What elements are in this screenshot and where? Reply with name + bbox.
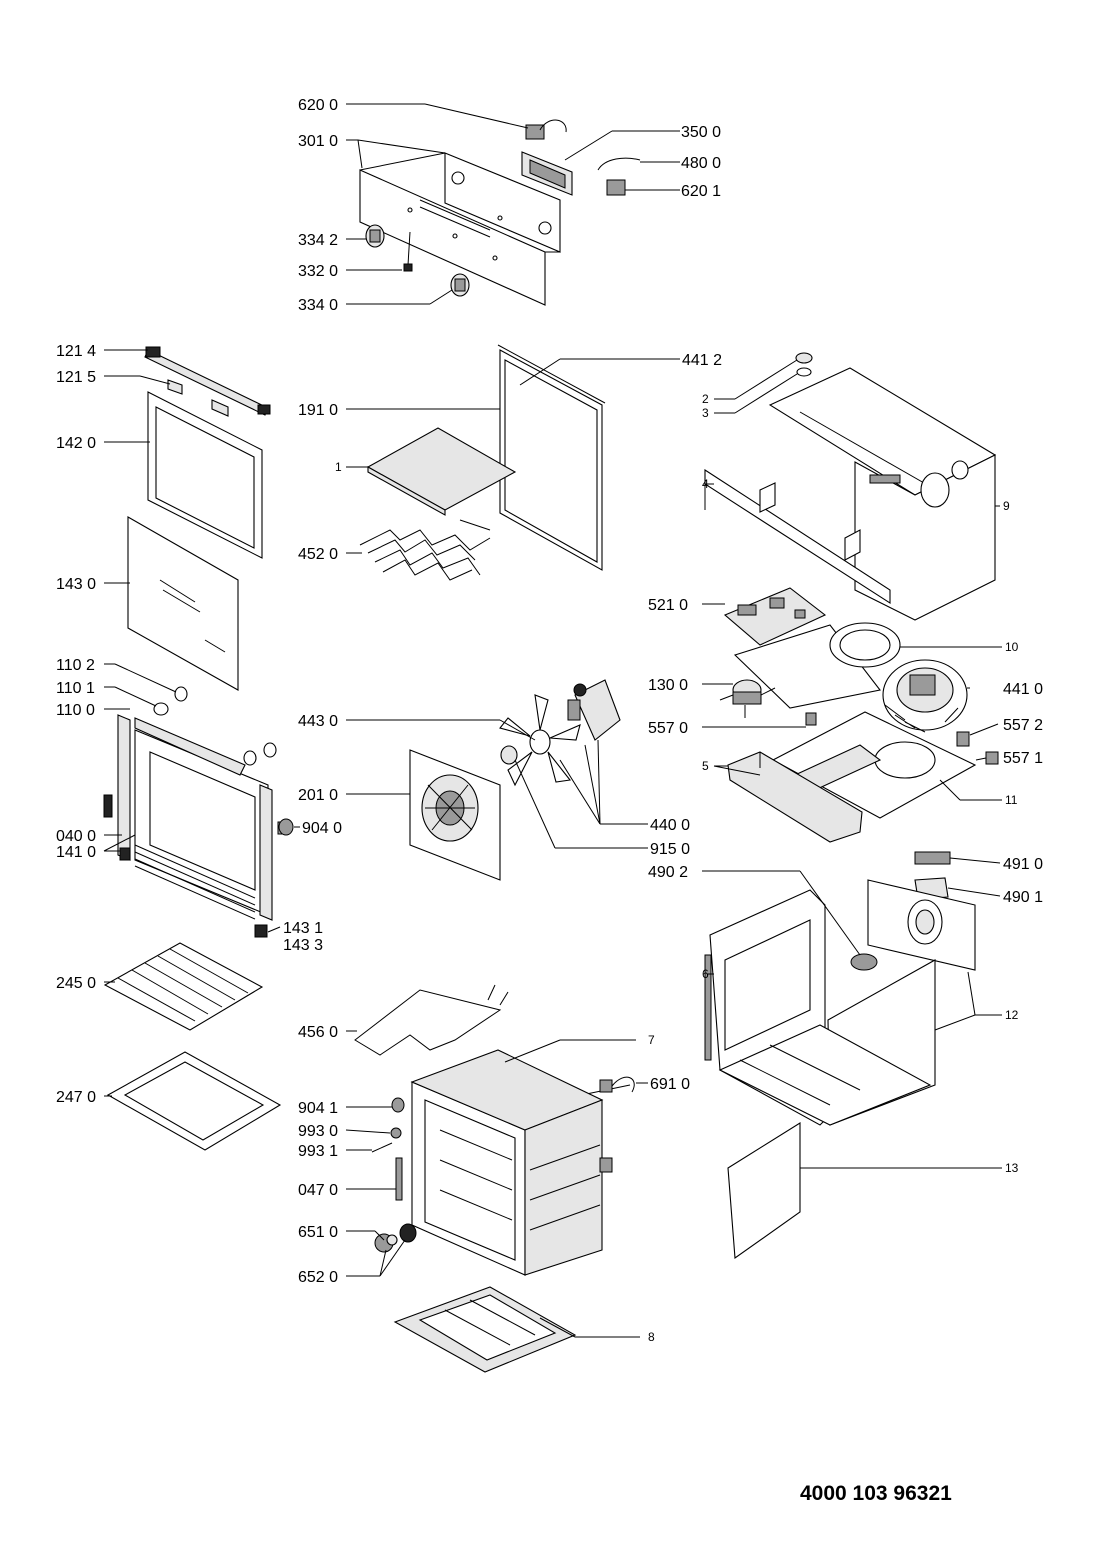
cover-plate bbox=[366, 427, 517, 511]
label-557-2: 557 2 bbox=[1003, 717, 1043, 734]
selector-switch-2 bbox=[606, 179, 626, 196]
fan-blade bbox=[499, 694, 581, 787]
label-201-0: 201 0 bbox=[298, 787, 338, 804]
label-5: 5 bbox=[702, 759, 709, 773]
right-group bbox=[704, 352, 999, 1260]
label-490-2: 490 2 bbox=[648, 864, 688, 881]
selector-switch bbox=[525, 124, 545, 140]
label-143-3: 143 3 bbox=[283, 937, 323, 954]
document-number: 4000 103 96321 bbox=[800, 1482, 952, 1505]
label-1: 1 bbox=[335, 460, 342, 474]
label-9: 9 bbox=[1003, 499, 1010, 513]
label-350-0: 350 0 bbox=[681, 124, 721, 141]
top-heating-element bbox=[359, 529, 491, 551]
label-441-0: 441 0 bbox=[1003, 681, 1043, 698]
power-board bbox=[723, 587, 827, 646]
label-301-0: 301 0 bbox=[298, 133, 338, 150]
part-labels: 620 0 301 0 350 0 480 0 620 1 334 2 332 … bbox=[56, 97, 1043, 1344]
label-904-1: 904 1 bbox=[298, 1100, 338, 1117]
label-11: 11 bbox=[1005, 793, 1018, 807]
label-441-2: 441 2 bbox=[682, 352, 722, 369]
label-620-1: 620 1 bbox=[681, 183, 721, 200]
label-110-2: 110 2 bbox=[56, 657, 95, 674]
label-143-1: 143 1 bbox=[283, 920, 323, 937]
label-121-5: 121 5 bbox=[56, 369, 96, 386]
label-334-2: 334 2 bbox=[298, 232, 338, 249]
label-557-0: 557 0 bbox=[648, 720, 688, 737]
racks-group bbox=[103, 942, 282, 1151]
label-130-0: 130 0 bbox=[648, 677, 688, 694]
base-plate bbox=[771, 711, 977, 819]
label-2: 2 bbox=[702, 392, 709, 406]
label-142-0: 142 0 bbox=[56, 435, 96, 452]
cooling-motor bbox=[719, 679, 776, 718]
label-456-0: 456 0 bbox=[298, 1024, 338, 1041]
label-651-0: 651 0 bbox=[298, 1224, 338, 1241]
label-245-0: 245 0 bbox=[56, 975, 96, 992]
door-group bbox=[103, 346, 289, 938]
door-inner-glass bbox=[127, 516, 239, 691]
label-12: 12 bbox=[1005, 1008, 1019, 1022]
label-915-0: 915 0 bbox=[650, 841, 690, 858]
label-13: 13 bbox=[1005, 1161, 1019, 1175]
fan-motor bbox=[574, 679, 621, 741]
control-panel-group bbox=[359, 119, 641, 306]
label-8: 8 bbox=[648, 1330, 655, 1344]
label-904-0: 904 0 bbox=[302, 820, 342, 837]
label-7: 7 bbox=[648, 1033, 655, 1047]
label-3: 3 bbox=[702, 406, 709, 420]
label-620-0: 620 0 bbox=[298, 97, 338, 114]
label-652-0: 652 0 bbox=[298, 1269, 338, 1286]
outer-casing-floor bbox=[718, 1024, 932, 1126]
label-121-4: 121 4 bbox=[56, 343, 96, 360]
wire-harness bbox=[597, 157, 641, 171]
rear-panel bbox=[854, 454, 996, 621]
label-191-0: 191 0 bbox=[298, 402, 338, 419]
label-4: 4 bbox=[702, 477, 709, 491]
bottom-heating-element bbox=[354, 989, 502, 1056]
label-521-0: 521 0 bbox=[648, 597, 688, 614]
label-490-1: 490 1 bbox=[1003, 889, 1043, 906]
rear-insulation-panel bbox=[727, 1122, 801, 1260]
label-440-0: 440 0 bbox=[650, 817, 690, 834]
label-491-0: 491 0 bbox=[1003, 856, 1043, 873]
label-557-1: 557 1 bbox=[1003, 750, 1043, 767]
cooling-fan bbox=[882, 659, 968, 733]
label-110-1: 110 1 bbox=[56, 680, 95, 697]
label-993-0: 993 0 bbox=[298, 1123, 338, 1140]
label-143-0: 143 0 bbox=[56, 576, 96, 593]
label-993-1: 993 1 bbox=[298, 1143, 338, 1160]
leader-lines bbox=[103, 103, 1002, 1338]
label-452-0: 452 0 bbox=[298, 546, 338, 563]
control-panel bbox=[359, 169, 546, 306]
label-141-0: 141 0 bbox=[56, 844, 96, 861]
label-332-0: 332 0 bbox=[298, 263, 338, 280]
door-hinge-right bbox=[259, 784, 273, 921]
support-bracket bbox=[704, 468, 891, 605]
label-691-0: 691 0 bbox=[650, 1076, 690, 1093]
label-10: 10 bbox=[1005, 640, 1019, 654]
label-480-0: 480 0 bbox=[681, 155, 721, 172]
wire-rack bbox=[103, 942, 264, 1031]
label-443-0: 443 0 bbox=[298, 713, 338, 730]
label-247-0: 247 0 bbox=[56, 1089, 96, 1106]
label-110-0: 110 0 bbox=[56, 702, 95, 719]
label-6: 6 bbox=[702, 967, 709, 981]
label-334-0: 334 0 bbox=[298, 297, 338, 314]
label-040-0: 040 0 bbox=[56, 828, 96, 845]
center-group bbox=[278, 344, 635, 1373]
oven-cavity-side bbox=[524, 1099, 603, 1276]
label-047-0: 047 0 bbox=[298, 1182, 338, 1199]
